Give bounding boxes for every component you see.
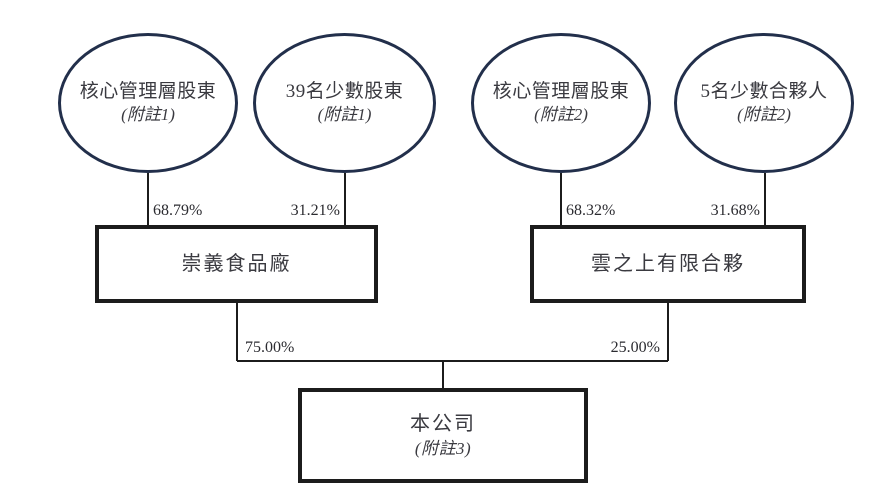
shareholder-title: 5名少數合夥人 (700, 81, 828, 103)
entity-node-the-company[interactable]: 本公司 (附註3) (298, 388, 588, 483)
company-note: (附註3) (414, 438, 472, 458)
shareholder-title: 39名少數股東 (285, 81, 404, 103)
entity-title: 雲之上有限合夥 (591, 252, 745, 275)
stake-label-chongyi-food-factory: 75.00% (245, 339, 295, 356)
shareholder-node-minority-partners-5[interactable]: 5名少數合夥人 (附註2) (674, 33, 854, 173)
shareholder-node-core-management-1[interactable]: 核心管理層股東 (附註1) (58, 33, 238, 173)
company-title: 本公司 (410, 412, 476, 435)
shareholder-note: (附註1) (317, 105, 372, 125)
shareholder-note: (附註2) (737, 105, 791, 125)
shareholder-node-core-management-2[interactable]: 核心管理層股東 (附註2) (471, 33, 651, 173)
stake-label-core-management-2: 68.32% (566, 202, 616, 219)
shareholder-title: 核心管理層股東 (492, 81, 630, 103)
entity-node-chongyi-food-factory[interactable]: 崇義食品廠 (95, 225, 378, 303)
stake-label-minority-shareholders-39: 31.21% (290, 202, 340, 219)
entity-node-yunzhishang-partnership[interactable]: 雲之上有限合夥 (530, 225, 806, 303)
stake-label-yunzhishang-partnership: 25.00% (610, 339, 660, 356)
shareholder-title: 核心管理層股東 (79, 81, 217, 103)
stake-label-minority-partners-5: 31.68% (710, 202, 760, 219)
stake-label-core-management-1: 68.79% (153, 202, 203, 219)
shareholder-note: (附註1) (121, 105, 175, 125)
shareholder-note: (附註2) (534, 105, 588, 125)
shareholder-node-minority-shareholders-39[interactable]: 39名少數股東 (附註1) (253, 33, 436, 173)
entity-title: 崇義食品廠 (181, 252, 292, 275)
